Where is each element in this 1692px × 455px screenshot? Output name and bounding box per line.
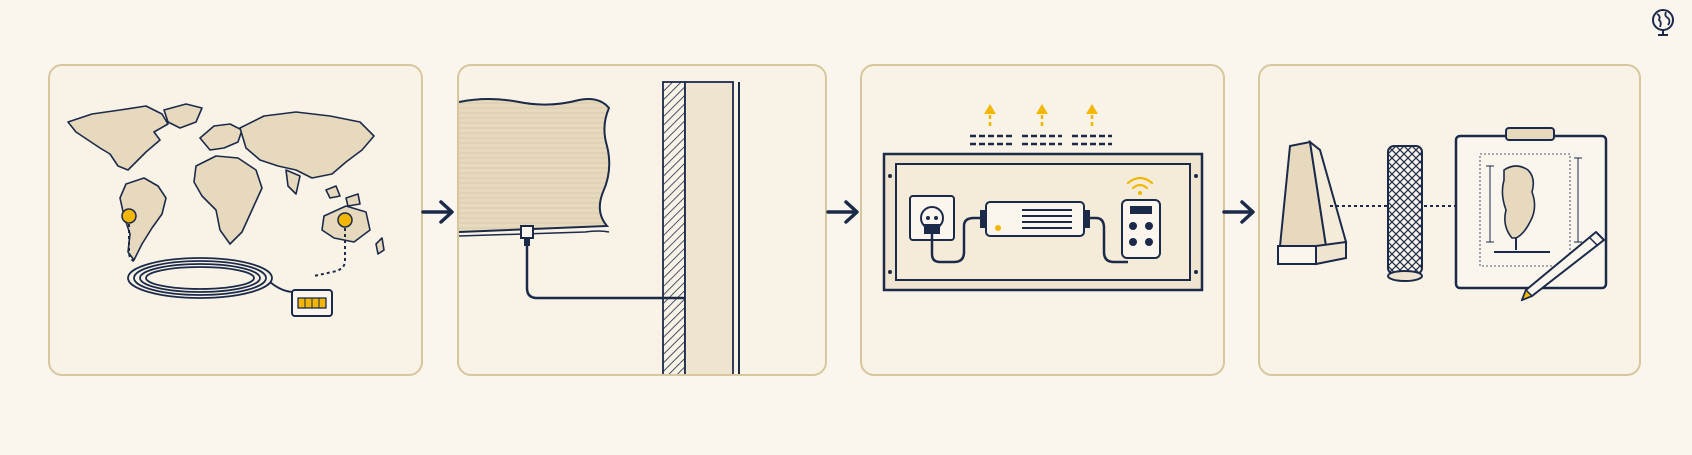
- connector-icon: [291, 289, 333, 317]
- world-map-icon: [67, 103, 385, 261]
- wall-cavity-icon: [662, 81, 740, 374]
- arrow-right-icon: [421, 200, 454, 224]
- arrow-right-icon: [1222, 200, 1255, 224]
- arrow-right-icon: [826, 200, 859, 224]
- panel-materials-and-plan: [1258, 64, 1641, 376]
- control-unit-icon: [980, 201, 1090, 237]
- location-pin-icon: [121, 208, 137, 224]
- globe-icon: [1652, 9, 1674, 36]
- panel-power-and-control: [860, 64, 1225, 376]
- wall-panel-icon: [459, 98, 611, 237]
- wireless-icon: [1126, 176, 1154, 195]
- power-outlet-icon: [909, 195, 955, 241]
- pencil-icon: [1520, 231, 1605, 302]
- mesh-sleeve-icon: [1387, 145, 1423, 282]
- heat-rising-icon: [970, 104, 1112, 146]
- remote-control-icon: [1121, 199, 1161, 259]
- location-pin-icon: [337, 212, 353, 228]
- cable-coil-icon: [127, 257, 295, 299]
- panel-cable-installation: [457, 64, 827, 376]
- panel-global-sourcing: [48, 64, 423, 376]
- insulation-block-icon: [1277, 139, 1348, 266]
- clipboard-icon: [1454, 127, 1608, 290]
